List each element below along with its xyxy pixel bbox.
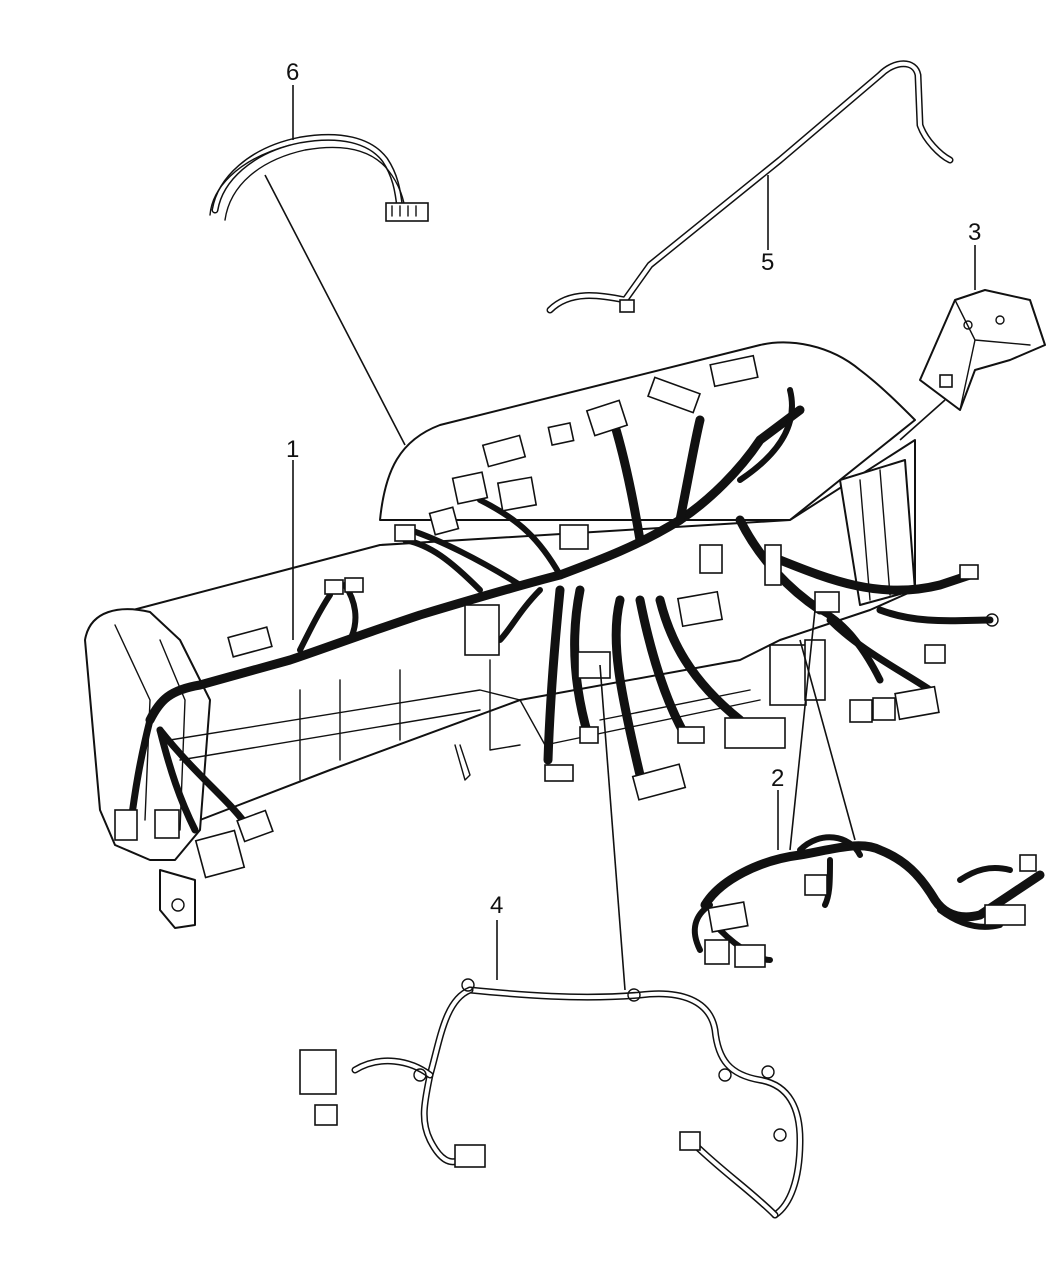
leader-lines [264, 85, 976, 991]
part-2-harness [691, 834, 1045, 968]
callout-1: 1 [286, 436, 299, 463]
part-6-pigtail [209, 133, 429, 222]
callout-5: 5 [761, 249, 774, 276]
callout-6: 6 [286, 59, 299, 86]
callout-3: 3 [968, 219, 981, 246]
leader-6b [264, 174, 406, 446]
leader-4b [599, 664, 626, 991]
part-4-harness [299, 978, 804, 1219]
callouts: 1 2 3 4 5 6 [286, 59, 981, 919]
leader-3b [899, 399, 946, 441]
callout-4: 4 [490, 892, 503, 919]
part-5-tube [546, 60, 954, 314]
leader-2c [789, 609, 816, 851]
harness-connectors [114, 354, 999, 879]
part-3-bracket [919, 289, 1046, 411]
callout-2: 2 [771, 765, 784, 792]
